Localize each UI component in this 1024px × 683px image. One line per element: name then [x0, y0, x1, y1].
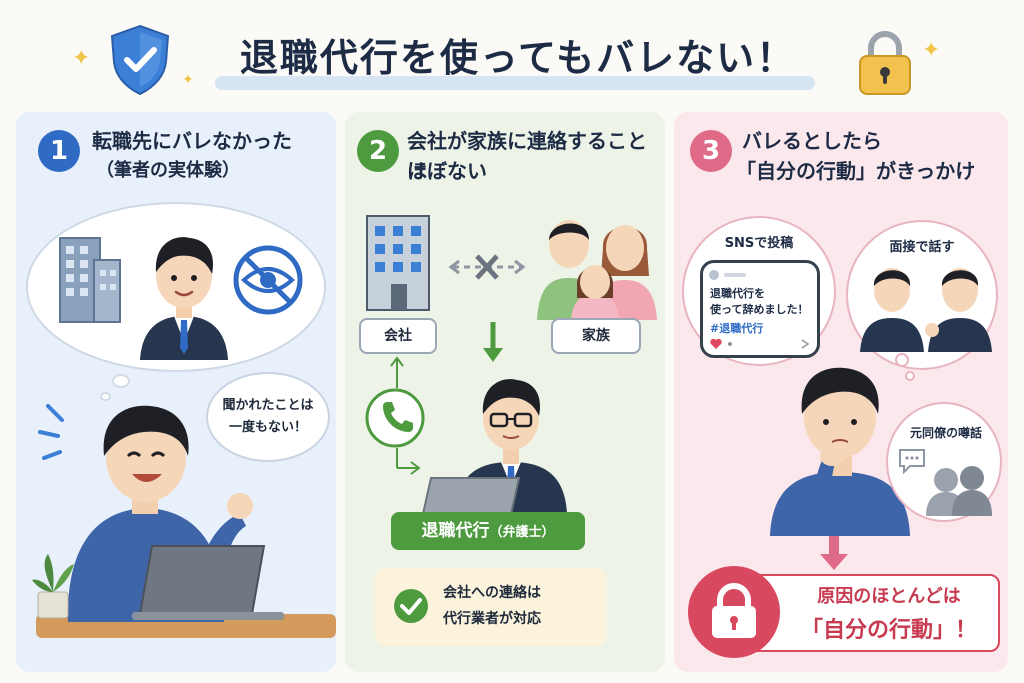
- panel-2-subheading: ほぼない: [407, 159, 487, 183]
- sns-post-line-2: 使って辞めました！: [710, 303, 809, 316]
- avatar: [709, 270, 746, 280]
- chat-bubble-icon: [899, 449, 925, 475]
- family-label: 家族: [551, 318, 641, 354]
- rumor-label: 元同僚の噂話: [909, 426, 982, 440]
- check-circle-icon: [394, 589, 428, 623]
- padlock-icon: [859, 31, 911, 95]
- arrow-down-icon: [820, 536, 848, 570]
- note-line-1: 会社への連絡は: [443, 585, 541, 601]
- speech-line-2: 一度もない！: [228, 420, 307, 435]
- thinking-man-illustration: [770, 353, 915, 536]
- agent-label: 退職代行（弁護士）: [391, 512, 585, 550]
- panel-1: 1 転職先にバレなかった （筆者の実体験） 聞かれたことは: [16, 112, 336, 672]
- panel-1-heading: 転職先にバレなかった: [92, 129, 292, 153]
- step-number-2: 2: [357, 130, 399, 172]
- panel-2-heading: 会社が家族に連絡することは: [407, 129, 647, 183]
- interview-label: 面接で話す: [889, 240, 955, 255]
- interview-illustration: [860, 268, 992, 352]
- laptop-icon: [132, 545, 284, 620]
- shield-check-icon: [110, 24, 170, 96]
- blocked-arrow-icon: [448, 254, 526, 280]
- company-label: 会社: [359, 318, 437, 354]
- step-number-3: 3: [690, 130, 732, 172]
- sparkle-icon: ✦: [72, 46, 91, 71]
- family-illustration: [537, 220, 657, 320]
- plant-icon: [32, 554, 74, 619]
- sparkle-icon: ✦: [182, 72, 194, 88]
- panel-1-subheading: （筆者の実体験）: [96, 160, 240, 181]
- agent-label-sub: （弁護士）: [489, 525, 555, 540]
- office-building-icon: [366, 215, 430, 311]
- arrow-down-icon: [483, 322, 503, 362]
- page-title: 退職代行を使ってもバレない！: [239, 36, 797, 80]
- lawyer-at-laptop-illustration: [421, 379, 567, 515]
- heart-icon: [710, 338, 810, 349]
- title-underline: [215, 76, 815, 90]
- title-bar: ✦ ✦ ✦ 退職代行を使ってもバレない！: [0, 0, 1024, 108]
- panel-3-heading: バレるとしたら: [742, 129, 882, 153]
- result-line-1: 原因のほとんどは: [817, 586, 961, 607]
- businessman-illustration: [140, 237, 228, 360]
- sparkle-icon: ✦: [922, 38, 941, 63]
- eye-slash-icon: [233, 245, 303, 315]
- agent-label-main: 退職代行: [421, 521, 490, 541]
- happy-man-laptop-illustration: [32, 404, 336, 638]
- sns-hashtag: #退職代行: [710, 322, 764, 335]
- thought-dot: [100, 392, 111, 401]
- step-number-1: 1: [38, 130, 80, 172]
- sns-label: SNSで投稿: [724, 236, 794, 251]
- panel-3-subheading: 「自分の行動」がきっかけ: [736, 159, 976, 183]
- office-building-icon: [59, 237, 121, 323]
- note-line-2: 代行業者が対応: [443, 611, 541, 627]
- rumor-illustration: [899, 449, 992, 516]
- result-line-2: 「自分の行動」！: [800, 618, 977, 643]
- sns-post-line-1: 退職代行を: [710, 287, 765, 300]
- speech-line-1: 聞かれたことは: [222, 398, 314, 413]
- padlock-icon: [688, 566, 780, 658]
- thought-dot: [112, 374, 130, 388]
- phone-connection-icon: [365, 356, 425, 475]
- panel-2: 2 会社が家族に連絡することは ほぼない 会社 家族: [345, 112, 665, 672]
- speech-bubble: 聞かれたことは 一度もない！: [206, 372, 330, 462]
- panel-3: 3 バレるとしたら 「自分の行動」がきっかけ SNSで投稿 退職代行を 使って辞…: [674, 112, 1008, 672]
